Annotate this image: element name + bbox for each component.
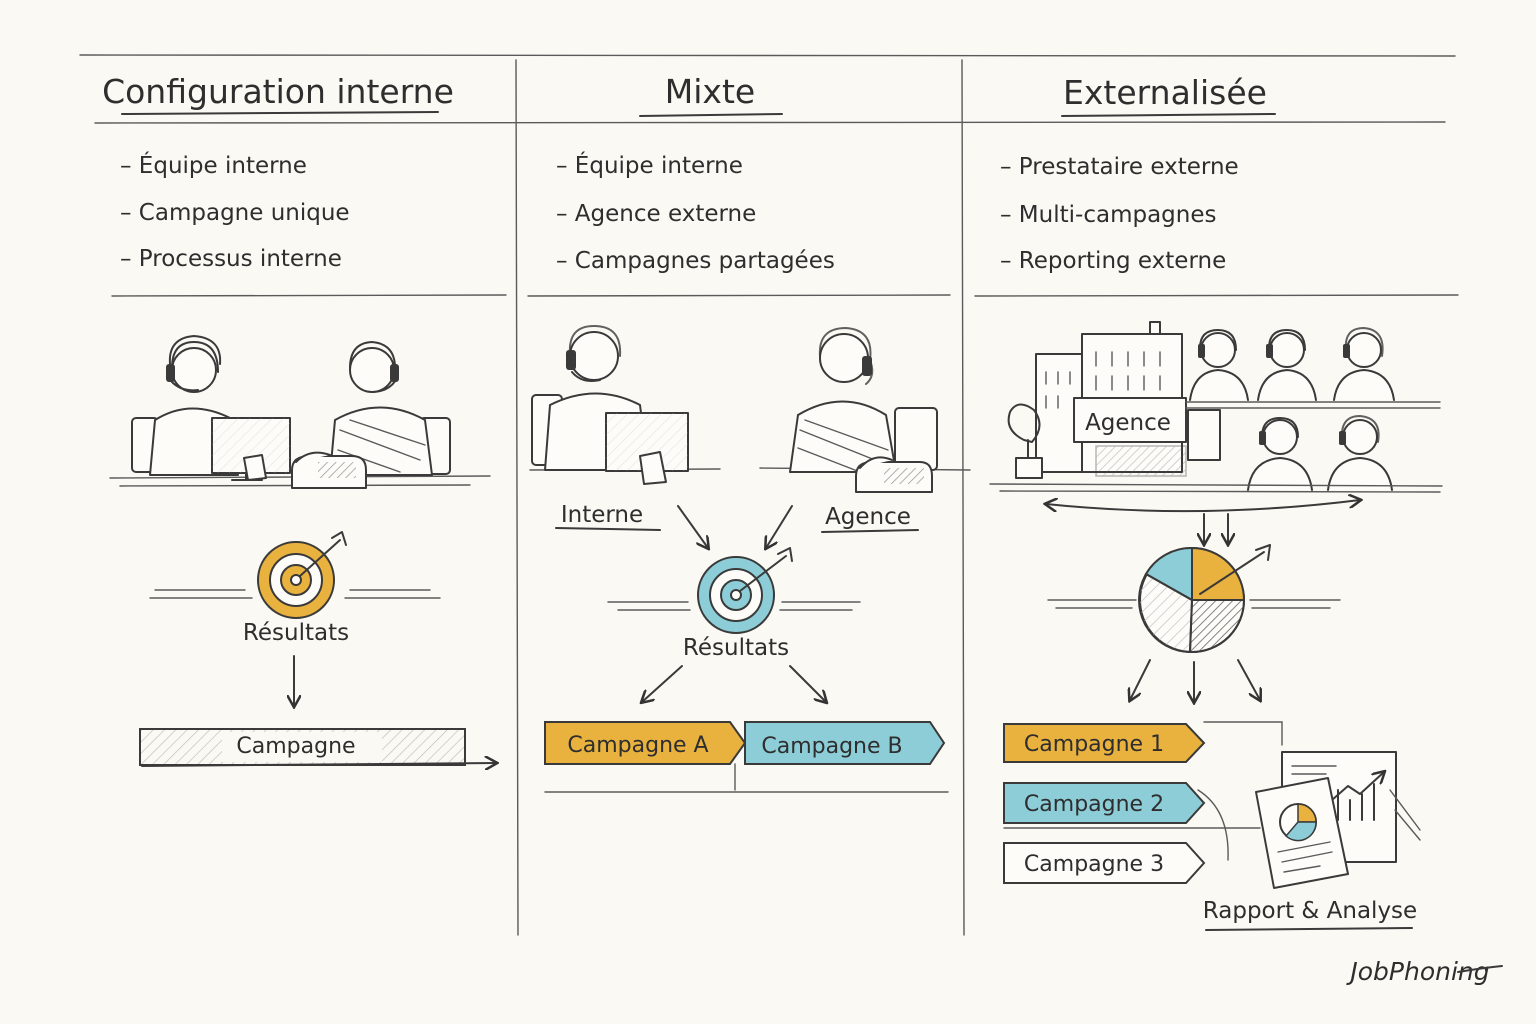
computer-monitor-icon: [605, 412, 689, 485]
headset-agent-icon: [789, 327, 938, 473]
column-2-bullets: – Équipe interne – Agence externe – Camp…: [556, 151, 835, 274]
bullet-item: – Prestataire externe: [1000, 154, 1239, 180]
building-sign: Agence: [1085, 410, 1171, 436]
column-title: Mixte: [665, 72, 755, 111]
bullet-item: – Équipe interne: [556, 151, 743, 179]
internal-team-illustration: [109, 335, 491, 489]
campaign-bar-3: Campagne 3: [1003, 842, 1206, 884]
campaign-bar: Campagne: [139, 728, 466, 766]
campaign-bar-2: Campagne 2: [1003, 782, 1206, 824]
desk-phone-icon: [855, 456, 933, 493]
computer-monitor-icon: [211, 417, 291, 481]
bullet-item: – Agence externe: [556, 201, 756, 227]
campaign-label: Campagne A: [567, 733, 708, 758]
headset-agent-icon: [1333, 327, 1395, 401]
result-label: Résultats: [243, 620, 349, 646]
headset-agent-icon: [1257, 329, 1317, 401]
desk-phone-icon: [291, 451, 367, 489]
bullet-item: – Campagnes partagées: [556, 248, 835, 274]
column-title: Configuration interne: [102, 72, 454, 111]
campaign-bar-1: Campagne 1: [1003, 723, 1206, 763]
column-3-header: Externalisée: [1061, 73, 1276, 117]
headset-agent-icon: [1189, 329, 1249, 401]
report-document-icon: [1255, 777, 1349, 889]
headset-agent-icon: [1327, 415, 1393, 491]
mixed-team-illustration: [529, 325, 971, 493]
outsourced-illustration: Agence: [989, 321, 1443, 511]
campaign-bar-a: Campagne A: [544, 721, 747, 765]
brand-logo: JobPhoning: [1345, 957, 1503, 986]
bullet-item: – Campagne unique: [120, 200, 350, 226]
bullet-item: – Équipe interne: [120, 151, 307, 179]
target-icon: [257, 531, 347, 619]
bullet-item: – Reporting externe: [1000, 248, 1226, 274]
column-2-result-flow: Interne Agence Résultats Campagne A Camp…: [544, 502, 949, 793]
campaign-label: Campagne: [236, 734, 355, 759]
source-label-agency: Agence: [825, 504, 911, 530]
target-icon: [697, 547, 793, 634]
column-3-bullets: – Prestataire externe – Multi-campagnes …: [1000, 154, 1239, 274]
column-2-header: Mixte: [639, 72, 783, 117]
column-1-header: Configuration interne: [102, 72, 454, 115]
campaign-label: Campagne B: [761, 734, 902, 759]
campaign-bar-b: Campagne B: [744, 721, 946, 765]
campaign-label: Campagne 3: [1024, 852, 1164, 877]
source-label-internal: Interne: [561, 502, 643, 528]
report-label: Rapport & Analyse: [1203, 898, 1417, 924]
line-chart-icon: [1331, 772, 1384, 821]
frame-lines: [79, 54, 1459, 936]
column-3-result-flow: Campagne 1 Campagne 2 Campagne 3: [1003, 513, 1421, 931]
brand-name: JobPhoning: [1345, 957, 1489, 986]
campaign-label: Campagne 2: [1024, 792, 1164, 817]
column-title: Externalisée: [1063, 73, 1267, 112]
campaign-label: Campagne 1: [1024, 732, 1164, 757]
headset-agent-icon: [1247, 417, 1313, 491]
column-1-result-flow: Résultats Campagne: [139, 531, 496, 766]
result-label: Résultats: [683, 635, 789, 661]
pie-chart-icon: [1138, 544, 1271, 654]
office-building-icon: Agence: [1007, 321, 1187, 479]
bullet-item: – Processus interne: [120, 246, 342, 272]
bullet-item: – Multi-campagnes: [1000, 202, 1216, 228]
column-1-bullets: – Équipe interne – Campagne unique – Pro…: [120, 151, 350, 272]
